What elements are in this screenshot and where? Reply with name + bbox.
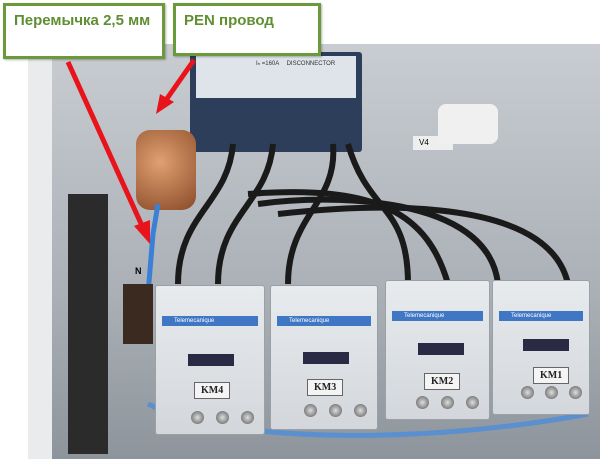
brand-label: Telemecanique — [392, 311, 483, 321]
contactor-km4: Telemecanique KM4 — [155, 285, 265, 435]
brand-label: Telemecanique — [162, 316, 258, 326]
contactor-name: KM4 — [194, 382, 231, 399]
panel-frame — [28, 44, 52, 459]
disconnector-device: Iₙ =160A DISCONNECTOR — [190, 52, 362, 152]
device-text: DISCONNECTOR — [286, 61, 336, 67]
device-rating: Iₙ =160A — [256, 61, 279, 67]
electrical-panel-photo: Iₙ =160A DISCONNECTOR V4 N — [28, 44, 600, 459]
jumper-label: Перемычка 2,5 мм — [3, 3, 165, 59]
jumper-arrow — [65, 60, 146, 230]
contactor-name: KM1 — [533, 367, 570, 384]
copper-pen-bus — [136, 130, 196, 210]
contactor-km2: Telemecanique KM2 — [385, 280, 490, 420]
contactor-name: KM2 — [424, 373, 461, 390]
pen-label: PEN провод — [173, 3, 321, 56]
brand-label: Telemecanique — [277, 316, 371, 326]
terminal-block — [438, 104, 498, 144]
terminal-clamp — [123, 284, 153, 344]
brand-label: Telemecanique — [499, 311, 583, 321]
contactor-km1: Telemecanique KM1 — [492, 280, 590, 415]
contactor-km3: Telemecanique KM3 — [270, 285, 378, 430]
pen-arrow — [163, 58, 197, 102]
din-rail — [68, 194, 108, 454]
n-mark: N — [135, 266, 142, 276]
contactor-name: KM3 — [307, 379, 344, 396]
